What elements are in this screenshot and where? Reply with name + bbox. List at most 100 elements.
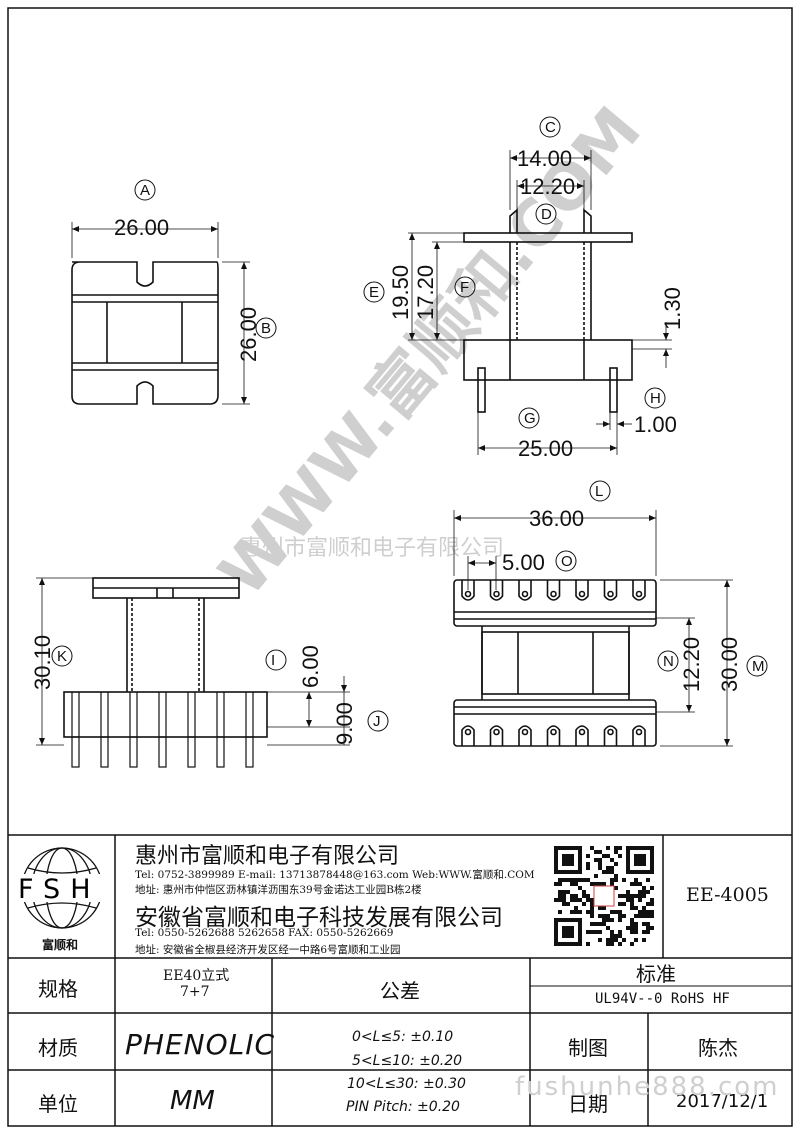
qr-module	[618, 930, 622, 934]
qr-module	[606, 914, 610, 918]
qr-module	[634, 938, 638, 942]
qr-module	[598, 922, 602, 926]
logo-caption: 富顺和	[42, 938, 79, 952]
qr-module	[586, 930, 590, 934]
qr-module	[618, 942, 622, 946]
dim-o: 5.00	[502, 550, 545, 575]
bottom-notch	[546, 725, 561, 746]
pin-hole	[550, 590, 557, 598]
qr-module	[590, 906, 594, 910]
bottom-notch	[603, 725, 618, 746]
qr-module	[650, 926, 654, 930]
qr-module	[618, 854, 622, 858]
qr-module	[630, 942, 634, 946]
dim-j: 9.00	[332, 702, 357, 745]
pin-hole	[464, 590, 472, 598]
logo-text-bg	[14, 874, 110, 902]
qr-module	[570, 910, 574, 914]
qr-module	[590, 910, 594, 914]
qr-module	[638, 894, 642, 898]
qr-module	[590, 914, 594, 918]
qr-module	[582, 894, 586, 898]
qr-module	[554, 882, 558, 886]
qr-module	[626, 898, 630, 902]
circle-label-n: N	[663, 653, 674, 670]
qr-module	[614, 938, 618, 942]
qr-module	[590, 846, 594, 850]
qr-module	[614, 850, 618, 854]
view-c	[363, 116, 672, 455]
qr-module	[630, 918, 634, 922]
qr-module	[622, 914, 626, 918]
bottom-notch	[489, 725, 504, 746]
qr-finder	[562, 854, 574, 866]
dim-flange: 1.30	[660, 287, 685, 330]
qr-module	[610, 858, 614, 862]
qr-module	[558, 878, 562, 882]
qr-module	[618, 894, 622, 898]
qr-module	[586, 942, 590, 946]
contact-line-huizhou: Tel: 0752-3899989 E-mail: 13713878448@16…	[135, 869, 535, 881]
tolerance-range-2: 5<L≤10: ±0.20	[352, 1053, 463, 1069]
dim-g: 25.00	[518, 436, 573, 461]
top-notch	[546, 580, 561, 601]
dim-a-height: 26.00	[236, 307, 261, 362]
qr-module	[606, 870, 610, 874]
qr-code	[554, 846, 654, 946]
qr-finder	[562, 926, 574, 938]
qr-module	[646, 922, 650, 926]
material-label: 材质	[38, 1036, 78, 1060]
dim-h: 1.00	[634, 412, 677, 437]
pin-hole	[521, 728, 529, 736]
dim-i: 6.00	[298, 645, 323, 688]
pin	[187, 736, 196, 768]
qr-module	[586, 894, 590, 898]
qr-module	[618, 902, 622, 906]
qr-module	[646, 890, 650, 894]
qr-module	[602, 914, 606, 918]
qr-module	[590, 930, 594, 934]
qr-module	[642, 938, 646, 942]
qr-module	[562, 902, 566, 906]
sheet-border	[7, 7, 793, 1127]
dim-a-width: 26.00	[114, 215, 169, 240]
qr-module	[558, 910, 562, 914]
tolerance-range-1: 0<L≤5: ±0.10	[352, 1029, 454, 1045]
pin-hole	[493, 590, 500, 598]
qr-module	[566, 878, 570, 882]
qr-module	[598, 862, 602, 866]
qr-module	[586, 862, 590, 866]
qr-module	[610, 942, 614, 946]
tolerance-range-3: 10<L≤30: ±0.30	[347, 1076, 466, 1092]
pin	[129, 736, 138, 768]
qr-module	[618, 846, 622, 850]
qr-module	[634, 882, 638, 886]
unit-value: MM	[170, 1086, 215, 1116]
qr-module	[562, 898, 566, 902]
qr-module	[622, 894, 626, 898]
dim-f: 17.20	[413, 265, 438, 320]
qr-module	[582, 890, 586, 894]
material-value: PHENOLIC	[125, 1028, 276, 1061]
qr-module	[630, 882, 634, 886]
qr-module	[574, 906, 578, 910]
qr-module	[574, 910, 578, 914]
qr-module	[574, 894, 578, 898]
qr-module	[634, 914, 638, 918]
spec-value-pins: 7+7	[180, 984, 210, 1000]
qr-module	[582, 878, 586, 882]
bottom-notch	[632, 725, 646, 746]
qr-module	[646, 930, 650, 934]
pin-hole	[607, 728, 614, 736]
qr-module	[570, 898, 574, 902]
qr-module	[614, 934, 618, 938]
qr-module	[610, 918, 614, 922]
qr-module	[638, 890, 642, 894]
qr-module	[626, 890, 630, 894]
qr-module	[598, 938, 602, 942]
qr-module	[642, 906, 646, 910]
qr-module	[630, 906, 634, 910]
qr-module	[630, 894, 634, 898]
address-huizhou: 地址: 惠州市仲恺区沥林镇洋沥围东39号金诺达工业园B栋2楼	[135, 884, 422, 896]
